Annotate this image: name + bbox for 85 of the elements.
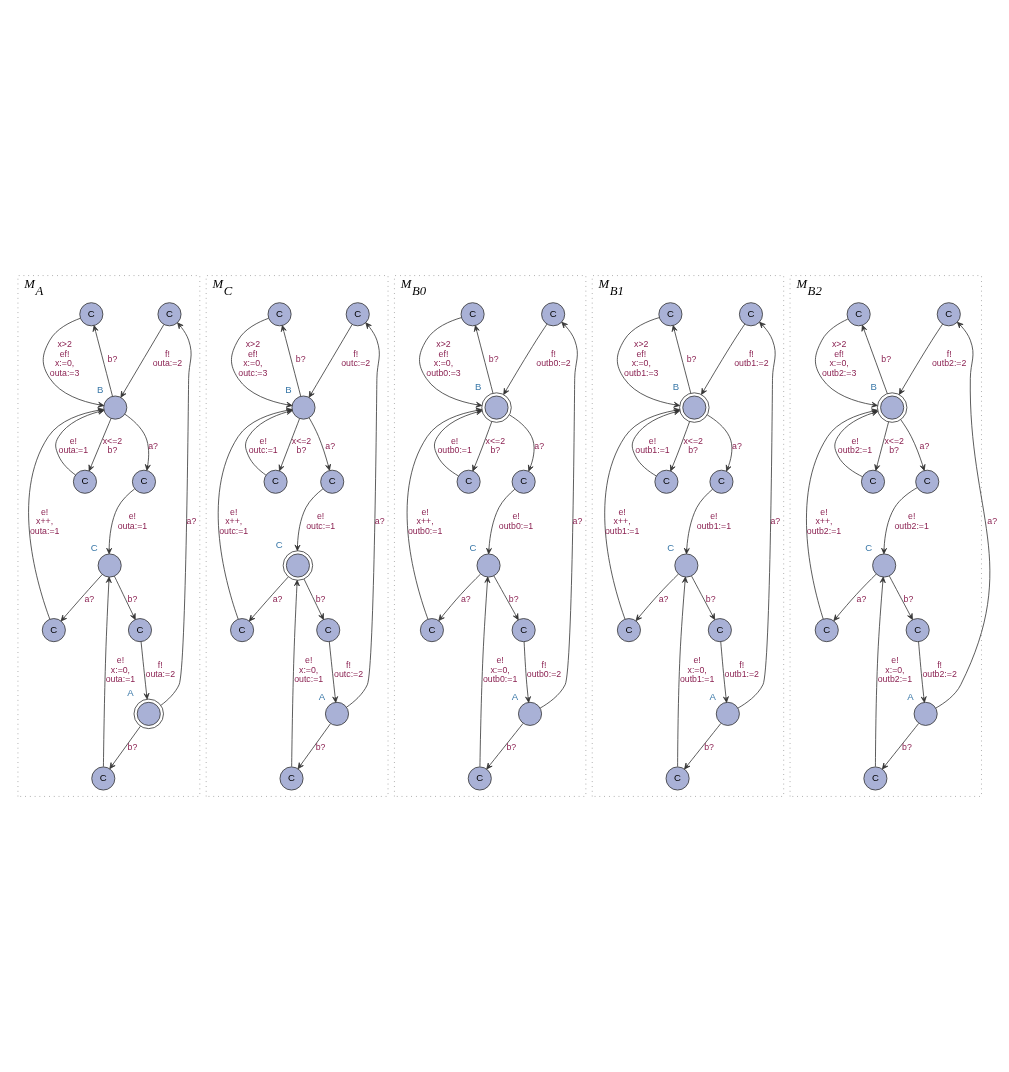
edge-label: e! x:=0, outb0:=1 [482, 655, 518, 685]
node-label: B [285, 384, 292, 396]
edge-label: e! outa:=1 [117, 511, 148, 532]
edge-label: e! x:=0, outb2:=1 [877, 655, 913, 685]
edge-label: b? [903, 593, 914, 604]
node-label: C [275, 539, 283, 551]
edge-label: b? [881, 353, 892, 364]
edge-label: b? [704, 742, 714, 753]
edge-label: a? [84, 593, 95, 604]
edge-label: e! outb2:=1 [837, 435, 873, 456]
edge-label: f! outa:=2 [145, 659, 176, 680]
edge-label: e! outa:=1 [58, 435, 89, 456]
edge-label: e! outc:=1 [248, 435, 278, 456]
edge-label: a? [732, 440, 742, 451]
edge-label: a? [186, 516, 197, 527]
edge-label: f! outb1:=2 [734, 348, 769, 369]
edge-label: x<=2 b? [291, 435, 312, 456]
edge-label: e! x++, outa:=1 [29, 506, 60, 536]
edge-label: e! outb0:=1 [437, 435, 472, 456]
edge-label: b? [902, 742, 912, 753]
edge-label: b? [315, 593, 326, 604]
node-label: A [318, 690, 326, 702]
edge-label: b? [508, 593, 519, 604]
edge-label: x>2 ef! x:=0, outa:=3 [49, 339, 80, 378]
edge-label: e! outc:=1 [306, 511, 336, 532]
edge-label: b? [127, 742, 138, 753]
node-label: A [709, 690, 716, 702]
edge-label: a? [148, 440, 159, 451]
edge-label: x<=2 b? [884, 435, 904, 456]
edge-label: b? [107, 353, 118, 364]
edge-label: b? [315, 742, 326, 753]
edge-label: b? [686, 353, 697, 364]
node-label: B [96, 384, 104, 396]
edge-label: f! outb0:=2 [526, 659, 562, 680]
edge-label: e! x:=0, outb1:=1 [679, 655, 715, 685]
edge-label: e! outb0:=1 [498, 511, 534, 532]
edge-label: f! outb2:=2 [922, 659, 957, 680]
edge-label: f! outa:=2 [152, 348, 183, 369]
edge-label: a? [325, 440, 336, 451]
edge-label: e! outb2:=1 [894, 511, 929, 532]
edge-label: x<=2 b? [683, 435, 703, 456]
edge-label: a? [572, 516, 583, 527]
edge-label: a? [374, 516, 385, 527]
edge-label: f! outc:=2 [334, 659, 364, 680]
edge-label: a? [856, 593, 867, 604]
node-label: B [870, 381, 877, 393]
edge-label: x>2 ef! x:=0, outb1:=3 [624, 339, 659, 378]
edge-label: b? [295, 353, 306, 364]
edge-label: a? [534, 440, 545, 451]
node-label: A [511, 690, 519, 702]
edge-label: b? [488, 353, 499, 364]
edge-label: e! x++, outc:=1 [219, 506, 249, 536]
edge-label: a? [658, 593, 669, 604]
edge-label: f! outb0:=2 [536, 348, 571, 369]
edge-label: e! outb1:=1 [635, 435, 670, 456]
edge-label: e! x:=0, outa:=1 [105, 655, 136, 685]
node-label: B [672, 381, 680, 393]
node-label: C [667, 542, 675, 554]
node-label: C [865, 542, 873, 554]
edge-label: x>2 ef! x:=0, outb0:=3 [426, 339, 461, 378]
node-label: C [90, 542, 98, 554]
node-label: C [469, 542, 477, 554]
edge-label: b? [127, 593, 138, 604]
node-label: A [907, 690, 914, 702]
edge-label: e! x++, outb2:=1 [806, 506, 842, 536]
edge-label: a? [460, 593, 471, 604]
edge-label: x>2 ef! x:=0, outc:=3 [238, 339, 268, 378]
node-label: B [474, 381, 482, 393]
edge-label: e! x++, outb0:=1 [407, 506, 443, 536]
edge-label: a? [919, 440, 930, 451]
edge-label: f! outc:=2 [341, 348, 371, 369]
edge-label: x<=2 b? [102, 435, 123, 456]
edge-label: e! x:=0, outc:=1 [294, 655, 324, 685]
edge-label: x>2 ef! x:=0, outb2:=3 [821, 339, 857, 378]
node-label: A [127, 687, 134, 699]
edge-label: b? [506, 742, 517, 753]
edge-label: a? [770, 516, 781, 527]
edge-label: e! x++, outb1:=1 [604, 506, 640, 536]
edge-label: b? [705, 593, 716, 604]
edge-label: e! outb1:=1 [696, 511, 732, 532]
edge-label: x<=2 b? [485, 435, 506, 456]
edge-label: a? [272, 593, 283, 604]
edge-label: f! outb1:=2 [724, 659, 759, 680]
edge-label: a? [987, 516, 998, 527]
edge-label: f! outb2:=2 [931, 348, 967, 369]
